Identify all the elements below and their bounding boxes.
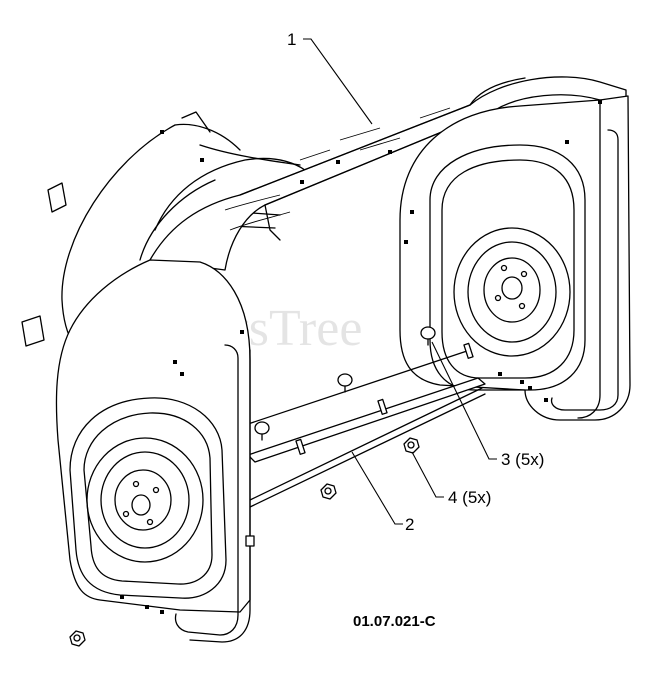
right-side-plate bbox=[399, 95, 631, 421]
leader-line-2 bbox=[351, 451, 403, 525]
left-side-plate bbox=[55, 259, 251, 643]
callout-1: 1 bbox=[287, 30, 296, 49]
carriage-bolts bbox=[254, 326, 436, 441]
carriage-bolt bbox=[420, 326, 436, 346]
leader-line-4 bbox=[411, 451, 444, 498]
callout-4: 4 (5x) bbox=[448, 488, 491, 507]
carriage-bolt bbox=[337, 373, 353, 393]
hex-nut bbox=[245, 535, 255, 547]
callout-3: 3 (5x) bbox=[501, 450, 544, 469]
leader-line-3 bbox=[431, 341, 497, 460]
leader-line-1 bbox=[303, 38, 373, 125]
hex-nut bbox=[320, 483, 337, 500]
scraper-bar bbox=[244, 342, 486, 508]
callout-2: 2 bbox=[405, 515, 414, 534]
hex-nut bbox=[403, 437, 420, 454]
housing-top-band bbox=[149, 76, 627, 271]
carriage-bolt bbox=[254, 421, 270, 441]
hex-nut bbox=[69, 630, 86, 647]
hex-nuts bbox=[69, 437, 420, 647]
figure-code: 01.07.021-C bbox=[353, 613, 436, 630]
